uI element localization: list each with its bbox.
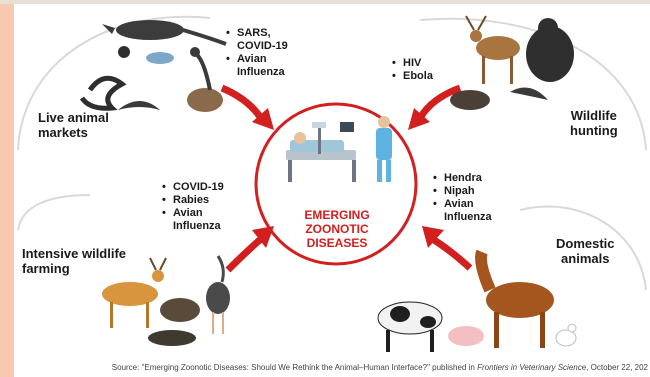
diseases-wildlife-hunting: HIV Ebola — [392, 57, 433, 83]
disease-item: SARS,COVID-19 — [226, 27, 288, 53]
label-line: markets — [38, 125, 109, 140]
label-wildlife-hunting: Wildlife hunting — [570, 108, 618, 138]
disease-item: Nipah — [433, 185, 492, 198]
domestic-animals-icon — [378, 252, 576, 352]
label-line: animals — [556, 251, 615, 266]
source-suffix: , October 22, 202 — [586, 363, 648, 372]
label-line: farming — [22, 261, 126, 276]
center-title: EMERGING ZOONOTIC DISEASES — [282, 208, 392, 250]
disease-item: Hendra — [433, 172, 492, 185]
source-journal: Frontiers in Veterinary Science — [477, 363, 586, 372]
center-title-line: ZOONOTIC — [282, 222, 392, 236]
label-line: Intensive wildlife — [22, 246, 126, 261]
diseases-domestic-animals: Hendra Nipah AvianInfluenza — [433, 172, 492, 224]
label-domestic-animals: Domestic animals — [556, 236, 615, 266]
arrow-from-domestic-animals — [434, 240, 470, 268]
disease-item: AvianInfluenza — [433, 198, 492, 224]
arrow-from-live-markets — [222, 88, 262, 120]
label-line: hunting — [570, 123, 618, 138]
disease-item: AvianInfluenza — [226, 53, 288, 79]
label-line: Wildlife — [570, 108, 618, 123]
disease-item: AvianInfluenza — [162, 207, 224, 233]
disease-item: HIV — [392, 57, 433, 70]
label-line: Live animal — [38, 110, 109, 125]
diseases-intensive-wildlife-farming: COVID-19 Rabies AvianInfluenza — [162, 181, 224, 233]
label-line: Domestic — [556, 236, 615, 251]
source-prefix: Source: "Emerging Zoonotic Diseases: Sho… — [112, 363, 477, 372]
arc-bottom-left — [18, 195, 90, 230]
arrow-from-intensive-farming — [228, 238, 262, 270]
center-title-line: EMERGING — [282, 208, 392, 222]
label-live-animal-markets: Live animal markets — [38, 110, 109, 140]
center-title-line: DISEASES — [282, 236, 392, 250]
diseases-live-animal-markets: SARS,COVID-19 AvianInfluenza — [226, 27, 288, 79]
wildlife-hunting-animals-icon — [450, 16, 574, 110]
disease-item: Rabies — [162, 194, 224, 207]
disease-item: COVID-19 — [162, 181, 224, 194]
label-intensive-wildlife-farming: Intensive wildlife farming — [22, 246, 126, 276]
disease-item: Ebola — [392, 70, 433, 83]
source-citation: Source: "Emerging Zoonotic Diseases: Sho… — [14, 363, 648, 373]
